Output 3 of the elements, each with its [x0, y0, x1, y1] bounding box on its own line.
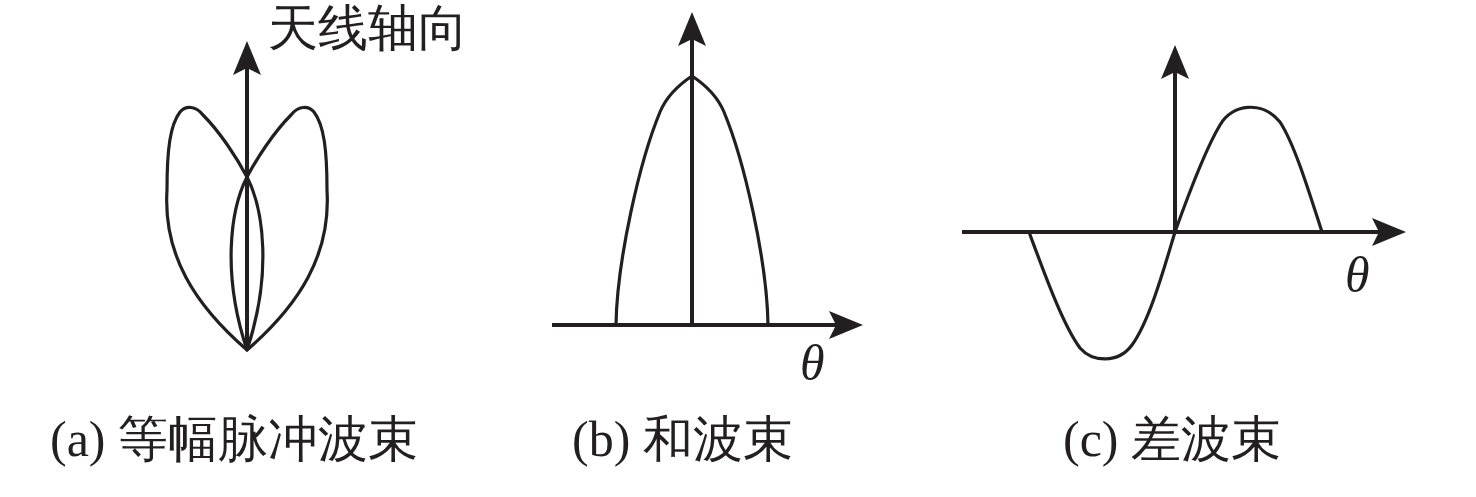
axis-label: θ: [800, 338, 825, 388]
axis-label: 天线轴向: [268, 3, 468, 53]
axis-label: θ: [1345, 250, 1370, 300]
